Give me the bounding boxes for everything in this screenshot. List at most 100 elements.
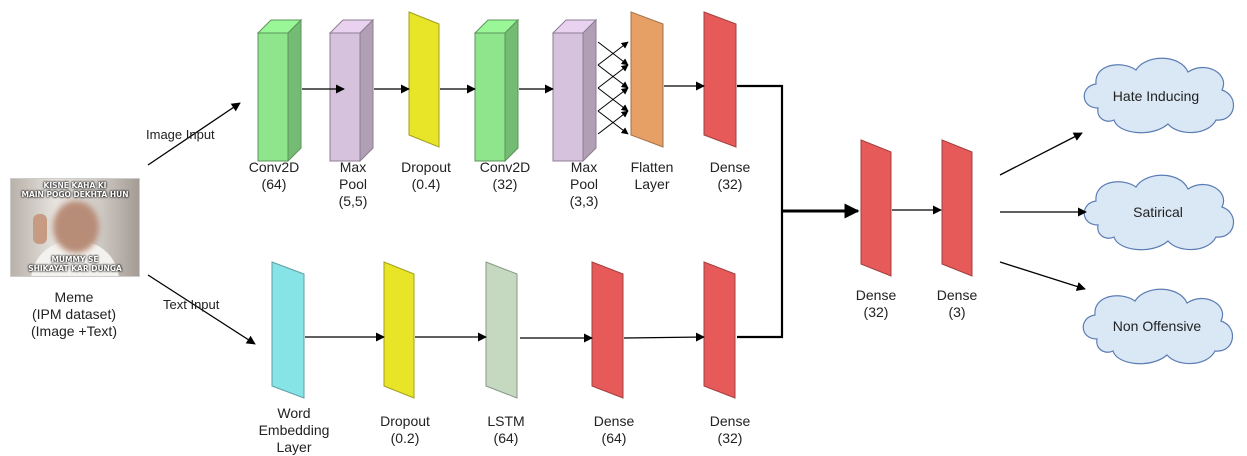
text-layer-label-embedding: Word Embedding Layer	[254, 405, 334, 456]
image-layer-maxpool-3-side	[582, 18, 597, 163]
image-layer-conv2d-32-side	[504, 18, 519, 163]
image-layer-0-line-1: Conv2D	[248, 159, 300, 175]
image-layer-4-line-2: Pool	[569, 176, 599, 192]
image-layer-4-line-1: Max	[570, 159, 598, 175]
meme-caption-line-1: Meme	[54, 289, 94, 305]
merged-layer-1-line-1: Dense	[936, 287, 978, 303]
text-layer-1-line-2: (0.2)	[390, 430, 420, 446]
text-layer-4-line-1: Dense	[709, 413, 751, 429]
image-layer-label-maxpool-3: Max Pool (3,3)	[554, 159, 614, 210]
image-layer-label-dropout-04: Dropout (0.4)	[396, 159, 456, 193]
image-layer-1-line-1: Max	[339, 159, 367, 175]
text-layer-label-dropout-02: Dropout (0.2)	[375, 413, 435, 447]
image-layer-maxpool-5-side	[359, 18, 374, 163]
image-layer-label-conv2d-64: Conv2D (64)	[244, 159, 304, 193]
arrow-to-non-offensive	[999, 261, 1086, 291]
meme-top-caption: KISNE KAHA KI MAIN POGO DEKHTA HUN	[11, 181, 139, 199]
meme-image: KISNE KAHA KI MAIN POGO DEKHTA HUN MUMMY…	[10, 178, 140, 277]
image-layer-conv2d-64	[256, 18, 303, 163]
image-layer-flatten	[630, 11, 664, 148]
arrow-meme-to-image-branch	[147, 102, 241, 166]
merged-layer-0-line-1: Dense	[855, 287, 897, 303]
merged-layer-label-dense-32: Dense (32)	[846, 287, 906, 321]
image-layer-conv2d-64-side	[287, 18, 302, 163]
image-layer-conv2d-64-front	[257, 32, 289, 162]
output-cloud-non-offensive-shape	[1082, 288, 1234, 365]
meme-caption-line-3: (Image +Text)	[31, 323, 117, 339]
text-layer-3-line-1: Dense	[593, 413, 635, 429]
image-layer-1-line-2: Pool	[338, 176, 368, 192]
text-layer-lstm	[485, 261, 518, 399]
image-layer-label-conv2d-32: Conv2D (32)	[475, 159, 535, 193]
image-layer-6-line-2: (32)	[717, 176, 743, 192]
text-layer-3-line-2: (64)	[601, 430, 627, 446]
merged-layer-dense-32	[860, 139, 892, 277]
meme-bottom-line-1: MUMMY SE	[51, 255, 99, 264]
text-layer-dropout-02	[383, 261, 415, 399]
merged-layer-1-line-2: (3)	[948, 304, 966, 320]
image-layer-maxpool-5-front	[329, 32, 361, 162]
image-layer-3-line-2: (32)	[492, 176, 518, 192]
image-layer-conv2d-32	[473, 18, 520, 163]
text-layer-label-lstm: LSTM (64)	[476, 413, 536, 447]
text-layer-embedding	[271, 261, 305, 399]
output-label-non-offensive: Non Offensive	[1112, 318, 1202, 334]
arrow-maxpool3-to-flatten-3	[597, 64, 629, 89]
image-layer-2-line-1: Dropout	[401, 159, 451, 175]
text-layer-label-dense-64: Dense (64)	[584, 413, 644, 447]
image-layer-maxpool-3	[551, 18, 598, 163]
arrow-to-hate-inducing	[999, 132, 1083, 176]
output-cloud-hate-inducing	[1083, 57, 1235, 134]
text-layer-label-dense-32: Dense (32)	[700, 413, 760, 447]
image-layer-3-line-1: Conv2D	[479, 159, 531, 175]
text-layer-0-line-1: Word	[277, 405, 311, 421]
image-layer-5-line-2: Layer	[634, 176, 670, 192]
output-label-satirical: Satirical	[1133, 204, 1183, 220]
output-cloud-non-offensive	[1082, 288, 1234, 365]
meme-bottom-caption: MUMMY SE SHIKAYAT KAR DUNGA	[11, 255, 139, 273]
image-layer-dropout-04	[408, 11, 440, 148]
arrow-maxpool3-to-flatten-1	[597, 41, 629, 66]
image-layer-label-dense-32: Dense (32)	[700, 159, 760, 193]
arrow-maxpool3-to-flatten-7	[597, 110, 629, 135]
output-cloud-hate-inducing-shape	[1083, 57, 1235, 134]
image-layer-maxpool-5	[328, 18, 375, 163]
image-layer-label-maxpool-5: Max Pool (5,5)	[323, 159, 383, 210]
text-layer-4-line-2: (32)	[717, 430, 743, 446]
text-layer-1-line-1: Dropout	[380, 413, 430, 429]
image-layer-2-line-2: (0.4)	[411, 176, 441, 192]
meme-top-line-1: KISNE KAHA KI	[43, 181, 107, 190]
output-cloud-satirical-shape	[1083, 174, 1235, 251]
meme-bottom-line-2: SHIKAYAT KAR DUNGA	[28, 264, 122, 273]
arrow-meme-to-text-branch	[147, 274, 256, 345]
text-layer-2-line-2: (64)	[493, 430, 519, 446]
text-layer-dense-64	[591, 261, 624, 399]
output-cloud-satirical	[1083, 174, 1235, 251]
image-layer-dense-32	[703, 11, 737, 148]
image-input-label: Image Input	[146, 127, 215, 142]
arrow-dense64-to-dense32	[623, 332, 705, 342]
image-layer-maxpool-3-front	[552, 32, 584, 162]
meme-caption: Meme (IPM dataset) (Image +Text)	[14, 289, 134, 340]
text-layer-2-line-1: LSTM	[487, 413, 525, 429]
arrow-maxpool3-to-flatten-5	[597, 87, 629, 112]
merge-bracket	[737, 84, 784, 339]
meme-top-line-2: MAIN POGO DEKHTA HUN	[21, 190, 129, 199]
image-layer-0-line-2: (64)	[261, 176, 287, 192]
meme-blurred-face	[53, 201, 99, 253]
merged-layer-dense-3	[941, 139, 973, 277]
text-input-label: Text Input	[163, 297, 220, 312]
merged-layer-label-dense-3: Dense (3)	[927, 287, 987, 321]
text-layer-0-line-2: Embedding	[258, 422, 330, 438]
image-layer-5-line-1: Flatten	[630, 159, 674, 175]
meme-caption-line-2: (IPM dataset)	[31, 306, 117, 322]
text-layer-dense-32	[703, 261, 736, 399]
image-layer-conv2d-32-front	[474, 32, 506, 162]
merged-layer-0-line-2: (32)	[863, 304, 889, 320]
image-layer-6-line-1: Dense	[709, 159, 751, 175]
image-layer-label-flatten: Flatten Layer	[622, 159, 682, 193]
meme-pointing-hand	[33, 214, 47, 244]
image-layer-4-line-3: (3,3)	[569, 193, 599, 209]
output-label-hate-inducing: Hate Inducing	[1112, 88, 1200, 104]
